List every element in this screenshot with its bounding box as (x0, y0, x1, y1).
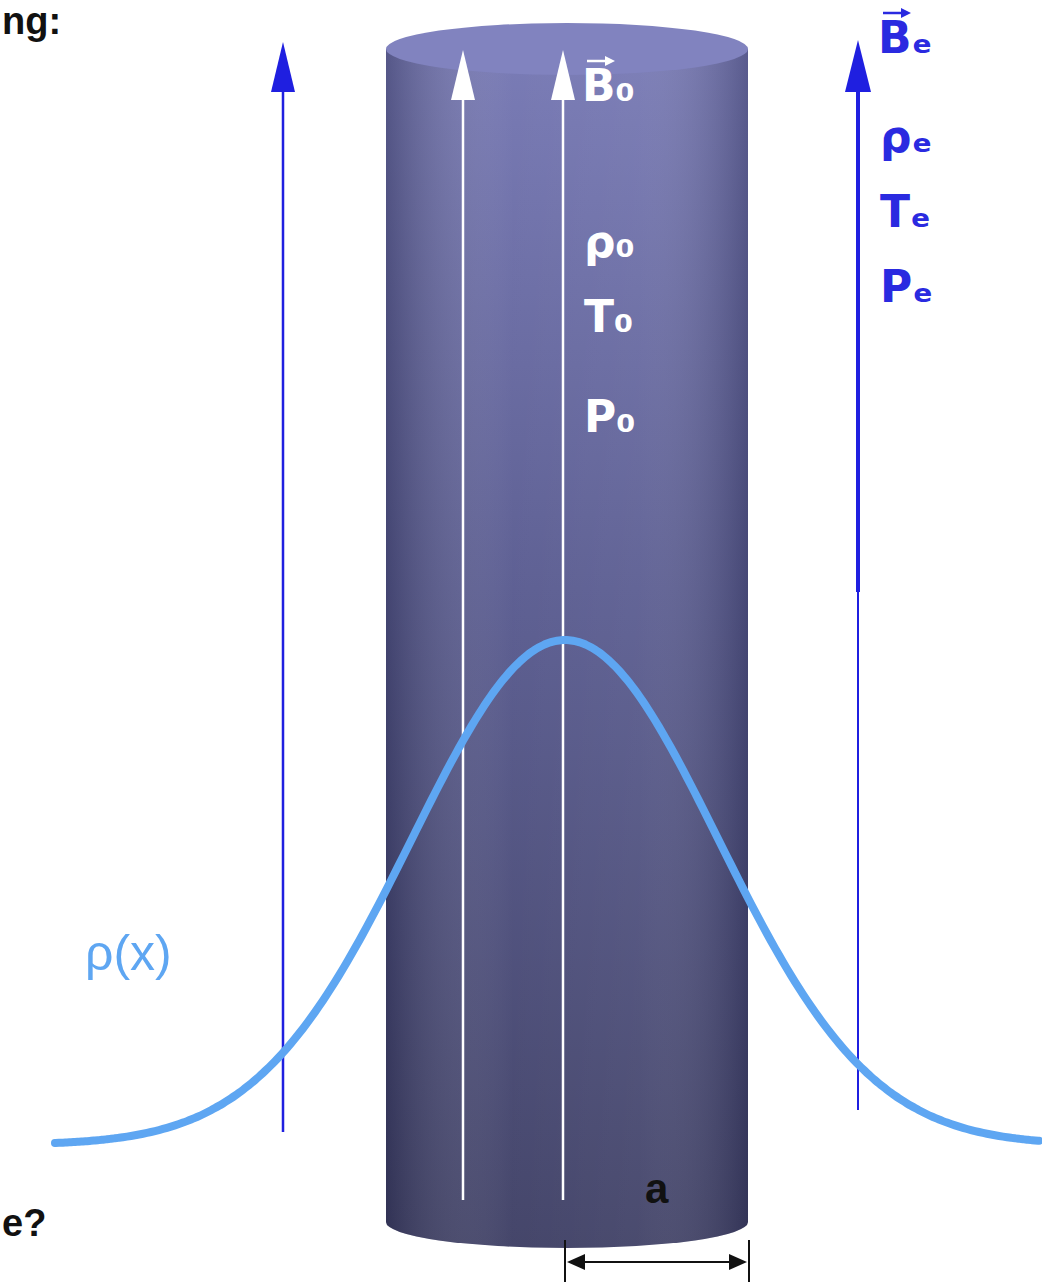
field-line (271, 42, 295, 1132)
flux-tube: B₀ ρ₀ T₀ P₀ (385, 22, 749, 1250)
heading-fragment: ng: (2, 2, 61, 40)
field-symbol: B₀ (582, 64, 635, 108)
radius-dimension (565, 1240, 749, 1282)
density-symbol: ρₑ (880, 115, 933, 159)
temperature-symbol: T₀ (584, 295, 633, 339)
density-profile (55, 640, 1039, 1143)
field-line (551, 50, 575, 1200)
density-symbol: ρ₀ (584, 220, 635, 264)
cylinder-outline (385, 22, 749, 1250)
vector-arrow (585, 55, 617, 67)
profile-label: ρ(x) (85, 928, 172, 978)
field-symbol: Bₑ (878, 16, 933, 60)
temperature-symbol: Tₑ (880, 190, 931, 234)
pressure-symbol: P₀ (584, 395, 636, 439)
heading-fragment: e? (2, 1204, 46, 1242)
pressure-symbol: Pₑ (880, 265, 933, 309)
vector-arrow (881, 7, 913, 19)
field-line (845, 40, 871, 1110)
radius-label: a (645, 1168, 668, 1210)
field-line (451, 50, 475, 1200)
